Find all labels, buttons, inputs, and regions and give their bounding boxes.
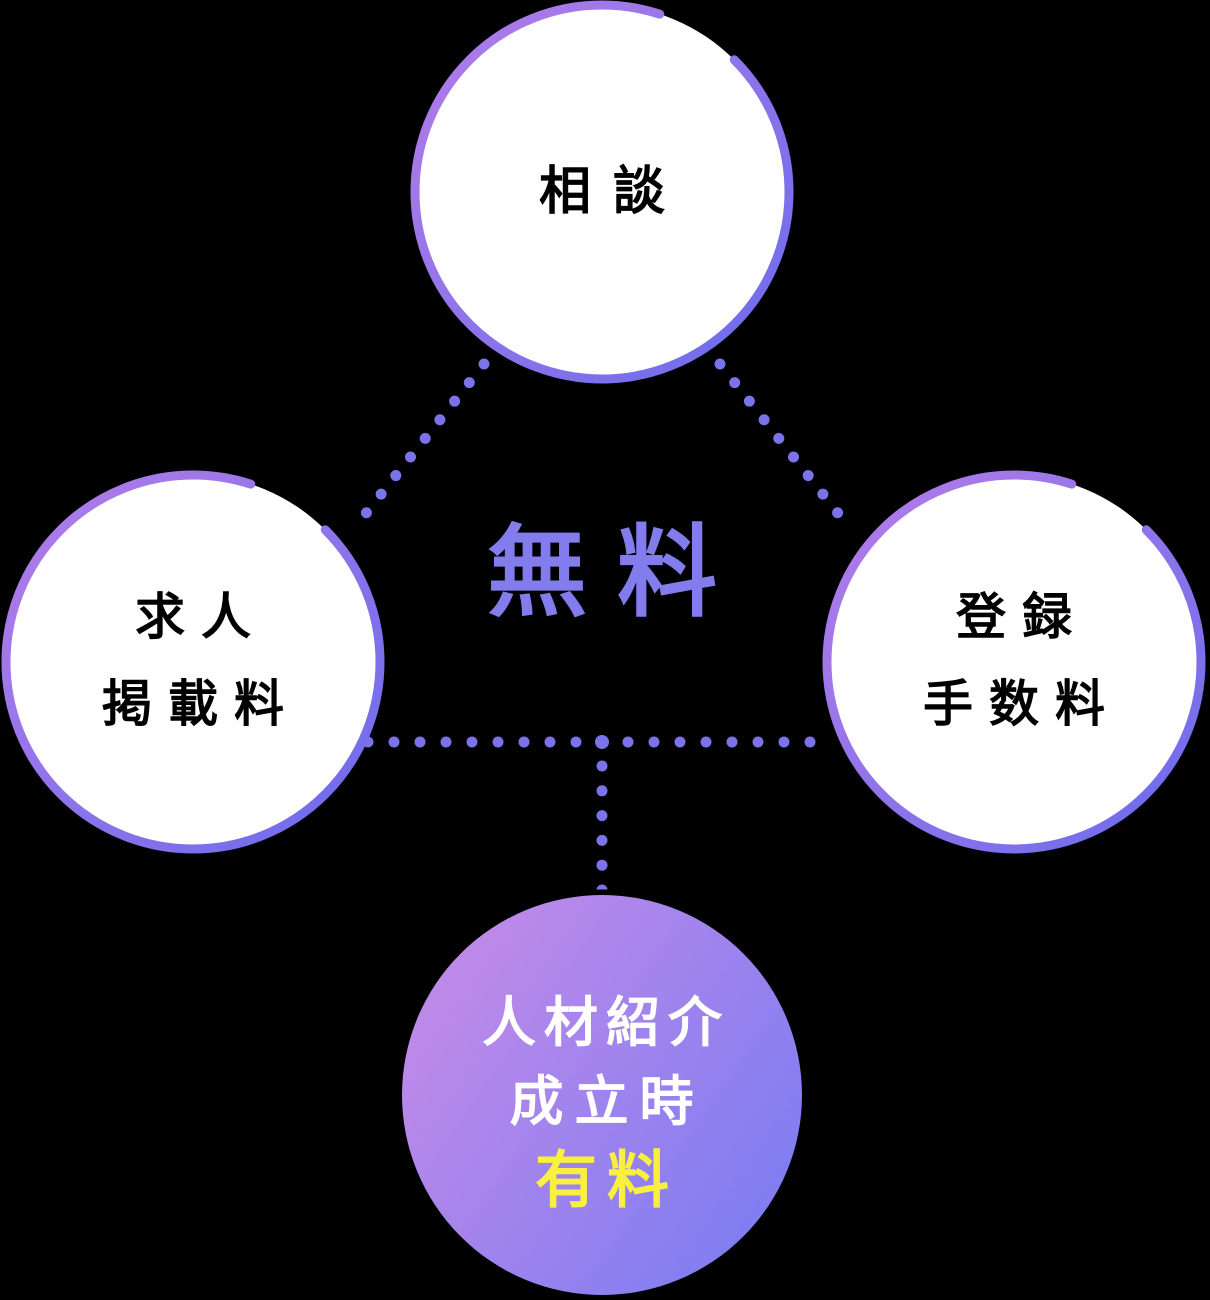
node-consultation: 相談 <box>410 0 794 384</box>
node-placement-paid: 人材紹介 成立時 有料 <box>402 895 802 1295</box>
connector-junction-dot <box>595 735 609 749</box>
node-job-posting-fee: 求人 掲載料 <box>1 470 385 854</box>
node-placement-label-line1: 人材紹介 <box>482 993 730 1053</box>
node-job-posting-fee-label-line2: 掲載料 <box>102 676 300 732</box>
paid-label: 有料 <box>535 1147 679 1216</box>
node-registration-fee-label-line2: 手数料 <box>923 676 1121 732</box>
node-job-posting-fee-circle <box>1 470 385 854</box>
node-consultation-label: 相談 <box>539 163 687 221</box>
node-registration-fee-circle <box>822 470 1206 854</box>
node-registration-fee: 登録 手数料 <box>822 470 1206 854</box>
node-placement-label-line2: 成立時 <box>510 1072 705 1132</box>
node-job-posting-fee-label-line1: 求人 <box>135 589 267 645</box>
free-label: 無料 <box>487 517 747 629</box>
node-placement-paid-circle <box>402 895 802 1295</box>
connectors <box>346 358 858 896</box>
node-registration-fee-label-line1: 登録 <box>955 589 1088 645</box>
node-consultation-circle <box>410 0 794 384</box>
